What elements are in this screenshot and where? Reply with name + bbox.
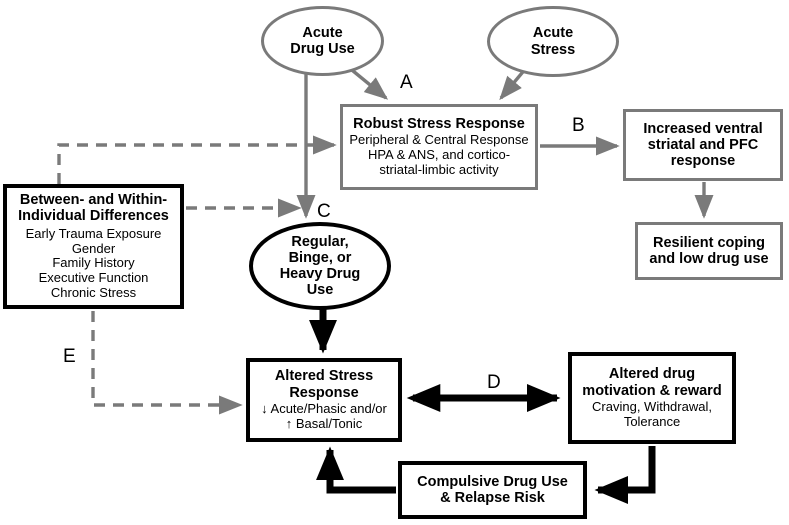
node-robust-stress-response-title: Robust Stress Response [353,116,525,133]
edge-acute-drug-use-to-robust [345,64,389,100]
edge-label-a: A [400,72,413,93]
edge-altered-drug-to-compulsive [594,446,656,504]
node-individual-differences[interactable]: Between- and Within-Individual Differenc… [3,184,184,309]
node-compulsive-drug-use-relapse-risk-title: Compulsive Drug Use& Relapse Risk [417,473,568,506]
edge-differences-to-altered-stress [91,311,243,415]
edge-differences-to-robust [57,135,337,184]
node-altered-drug-motivation-reward-subtitle: Craving, Withdrawal,Tolerance [592,398,712,429]
node-altered-stress-response-subtitle: ↓ Acute/Phasic and/or↑ Basal/Tonic [261,400,387,431]
edge-label-d: D [487,372,501,393]
edge-label-c: C [317,201,331,222]
edge-compulsive-to-altered-stress [316,446,396,494]
node-robust-stress-response[interactable]: Robust Stress Response Peripheral & Cent… [340,104,538,190]
node-individual-differences-title: Between- and Within-Individual Differenc… [18,192,169,225]
edge-label-e: E [63,346,76,367]
node-compulsive-drug-use-relapse-risk[interactable]: Compulsive Drug Use& Relapse Risk [398,461,587,519]
edge-label-b: B [572,115,585,136]
